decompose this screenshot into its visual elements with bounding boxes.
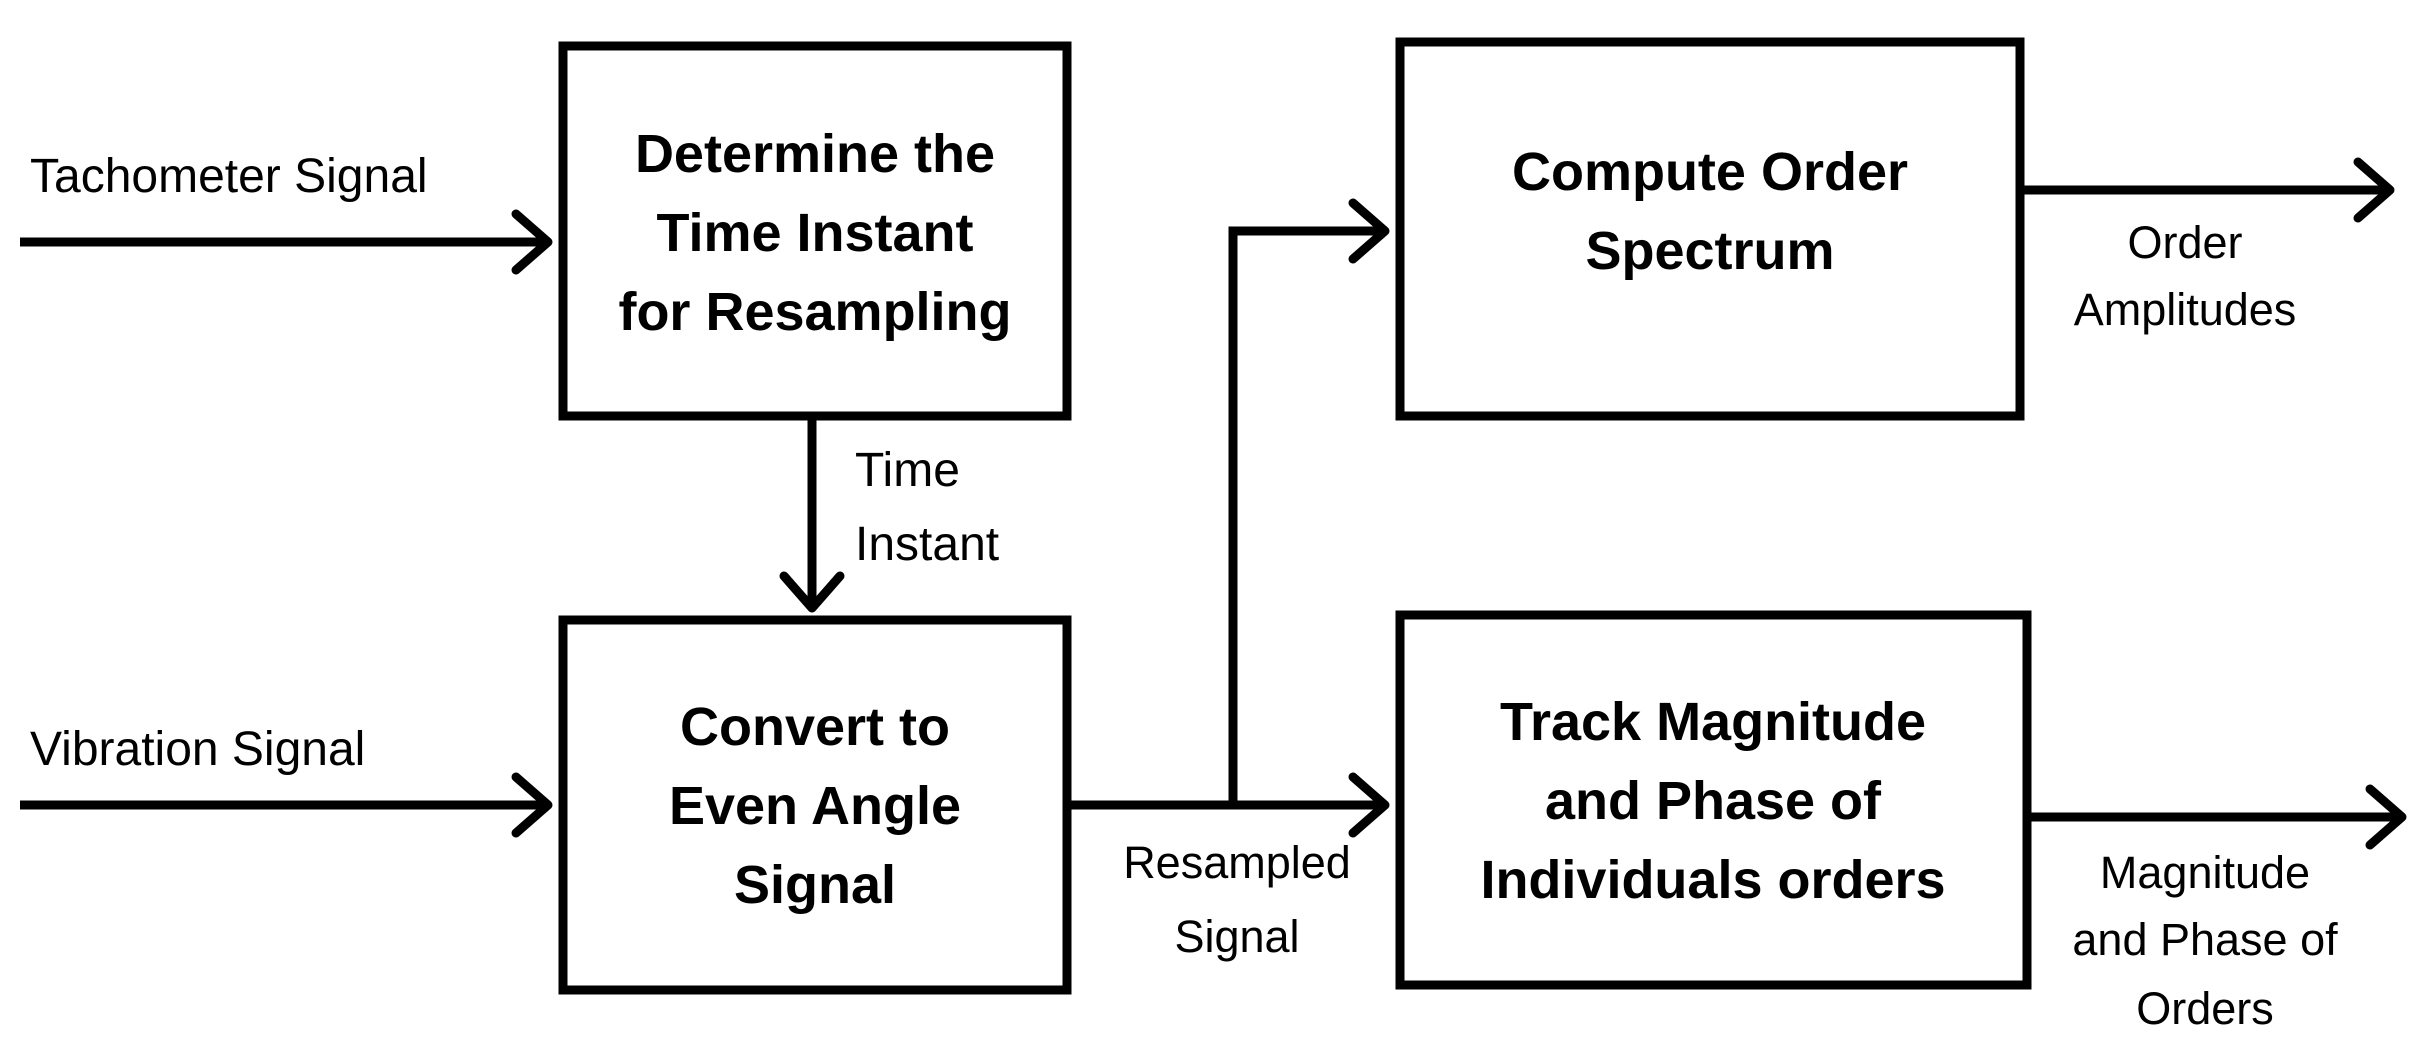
order-amplitudes-label-line-2: Amplitudes: [2074, 284, 2297, 335]
determine-time-instant-block: Determine the Time Instant for Resamplin…: [558, 41, 1072, 421]
time-instant-arrow: [779, 416, 845, 613]
resampled-signal-connector: [1067, 198, 1390, 838]
vibration-arrow: [20, 772, 553, 838]
track-orders-line-1: Track Magnitude: [1500, 692, 1926, 752]
compute-order-spectrum-block: Compute Order Spectrum: [1395, 37, 2025, 421]
magnitude-phase-label-line-3: Orders: [2136, 983, 2274, 1034]
convert-even-angle-block: Convert to Even Angle Signal: [558, 615, 1072, 995]
time-instant-label-line-2: Instant: [855, 518, 999, 571]
order-amplitudes-label-line-1: Order: [2127, 217, 2242, 268]
convert-even-angle-line-3: Signal: [734, 855, 896, 915]
determine-time-instant-line-2: Time Instant: [656, 203, 973, 263]
time-instant-label-line-1: Time: [855, 444, 960, 497]
track-orders-block: Track Magnitude and Phase of Individuals…: [1395, 610, 2032, 990]
convert-even-angle-line-2: Even Angle: [669, 776, 961, 836]
track-orders-line-3: Individuals orders: [1480, 850, 1945, 910]
convert-even-angle-line-1: Convert to: [680, 697, 950, 757]
magnitude-phase-arrow: [2027, 784, 2407, 850]
vibration-signal-label: Vibration Signal: [30, 723, 365, 776]
compute-order-spectrum-line-1: Compute Order: [1512, 142, 1908, 202]
compute-order-spectrum-line-2: Spectrum: [1585, 221, 1834, 281]
magnitude-phase-label-line-1: Magnitude: [2100, 847, 2310, 898]
track-orders-line-2: and Phase of: [1545, 771, 1882, 831]
resampled-signal-label-line-2: Signal: [1174, 911, 1299, 962]
order-amplitudes-arrow: [2020, 157, 2395, 223]
determine-time-instant-line-3: for Resampling: [618, 282, 1011, 342]
tachometer-arrow: [20, 209, 553, 275]
magnitude-phase-label-line-2: and Phase of: [2072, 914, 2338, 965]
tachometer-signal-label: Tachometer Signal: [30, 150, 428, 203]
resampled-signal-label-line-1: Resampled: [1123, 837, 1351, 888]
determine-time-instant-line-1: Determine the: [635, 124, 995, 184]
